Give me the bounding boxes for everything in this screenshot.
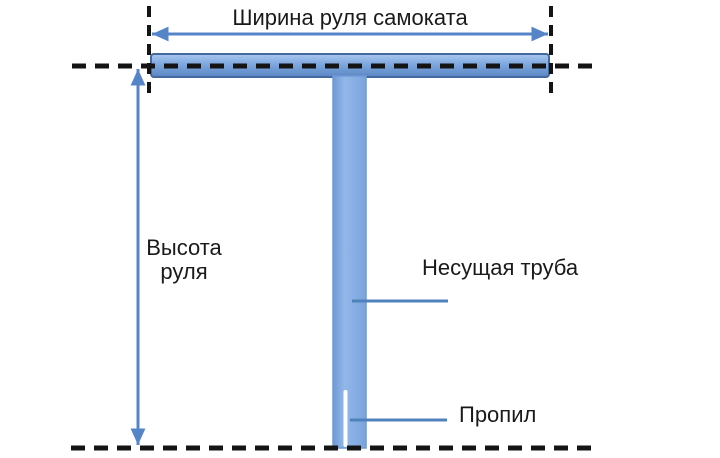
bearing-tube-label: Несущая труба	[422, 255, 579, 280]
slot-cut	[343, 390, 348, 447]
height-label: Высота руля	[139, 236, 229, 284]
width-label: Ширина руля самоката	[232, 5, 468, 30]
height-label-line2: руля	[160, 259, 208, 284]
height-label-line1: Высота	[146, 235, 222, 260]
bearing-tube	[332, 75, 367, 449]
slot-label: Пропил	[459, 402, 537, 427]
